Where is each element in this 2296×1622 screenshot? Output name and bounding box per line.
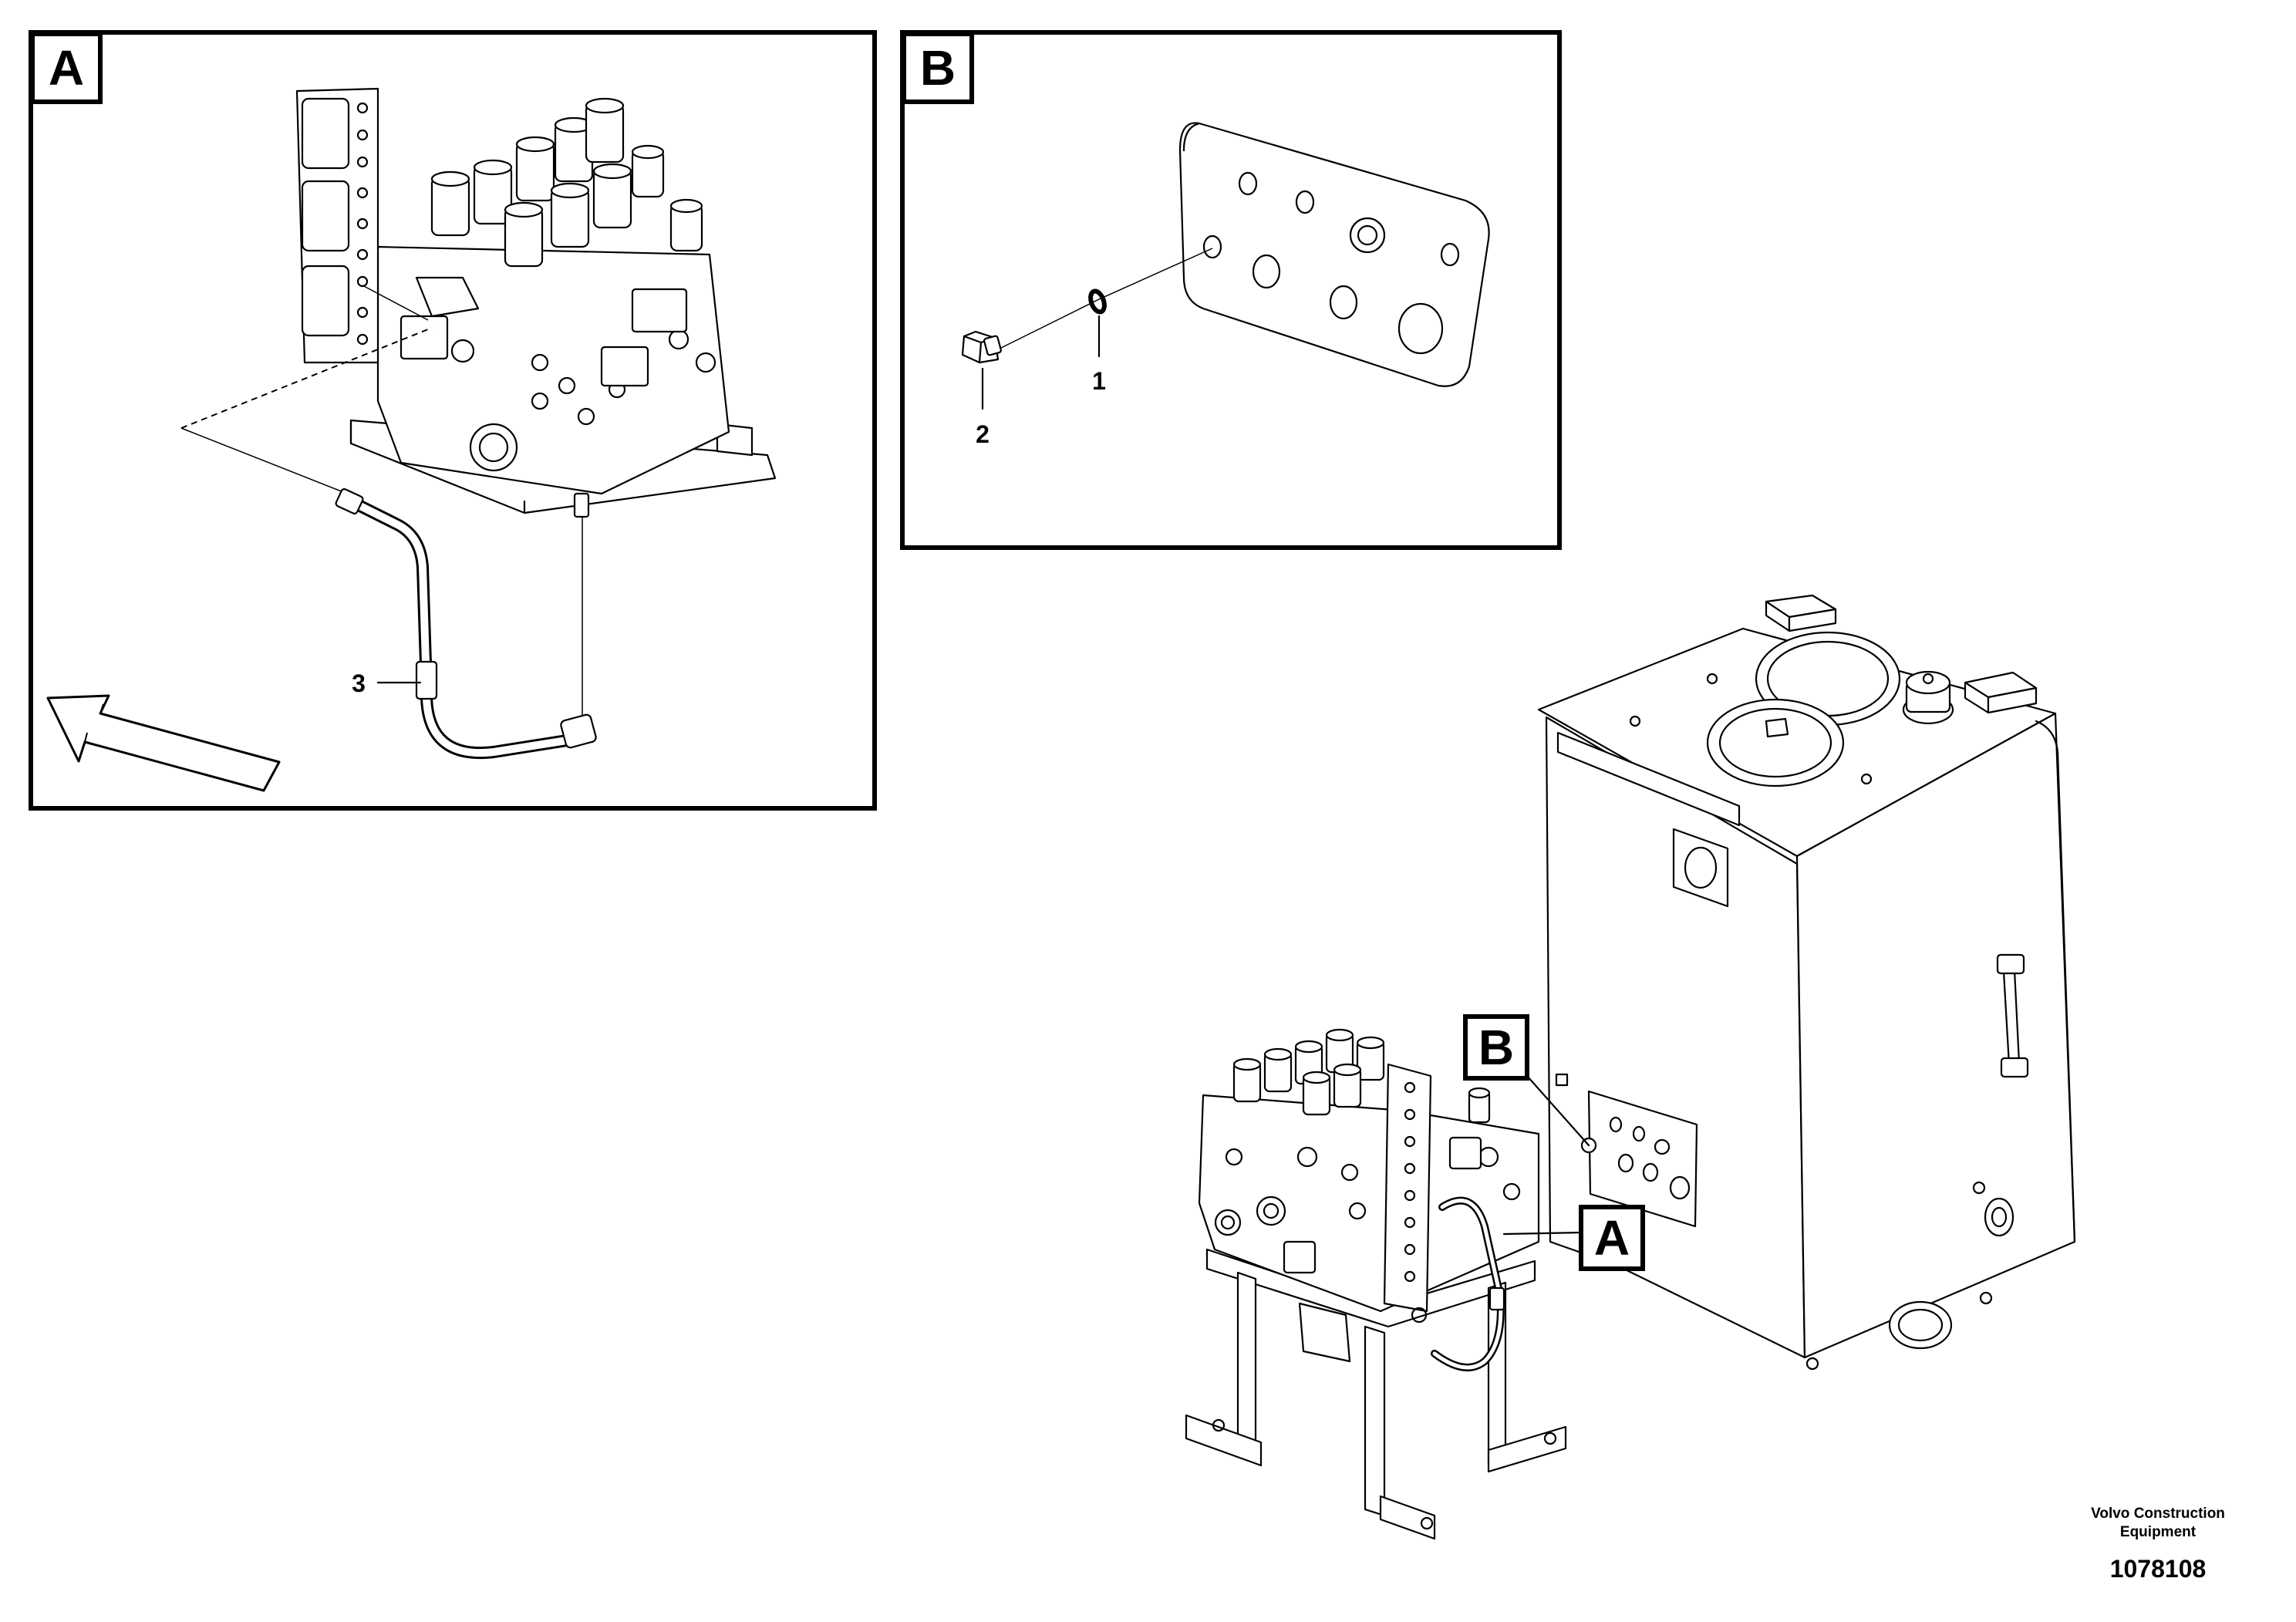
o-ring (1088, 288, 1107, 315)
overview-assembly: B A (1185, 594, 2076, 1540)
panel-a-label: A (49, 40, 84, 96)
hydraulic-tank (1537, 594, 2076, 1371)
control-valve-illustration (295, 87, 777, 518)
plug (961, 330, 1002, 364)
company-name-line1: Volvo Construction (2091, 1506, 2225, 1522)
overview-label-b: B (1463, 1014, 1590, 1147)
callout-2: 2 (976, 367, 990, 448)
callout-1-label: 1 (1092, 367, 1106, 395)
callout-3: 3 (352, 669, 422, 697)
solenoid-group (430, 97, 703, 268)
company-name-line2: Equipment (2120, 1524, 2197, 1540)
callout-1: 1 (1092, 315, 1106, 395)
document-number: 1078108 (2110, 1555, 2207, 1583)
dashed-leader (180, 327, 433, 429)
panel-a-label-box (30, 32, 103, 104)
detail-panel-a: A (29, 30, 877, 811)
footer: Volvo Construction Equipment 1078108 (2091, 1506, 2225, 1583)
overview-label-a-text: A (1594, 1210, 1630, 1266)
pipe-assembly (335, 488, 597, 760)
callout-3-label: 3 (352, 669, 366, 697)
mounting-plate (1178, 122, 1490, 387)
overview-label-a: A (1502, 1205, 1645, 1271)
detail-panel-b: B 1 (900, 30, 1562, 550)
panel-b-label-box (902, 32, 974, 104)
callout-2-label: 2 (976, 420, 990, 448)
overview-label-b-text: B (1478, 1020, 1514, 1075)
direction-arrow-icon (46, 694, 281, 792)
panel-b-label: B (920, 40, 956, 96)
valve-on-stand (1185, 1028, 1567, 1540)
